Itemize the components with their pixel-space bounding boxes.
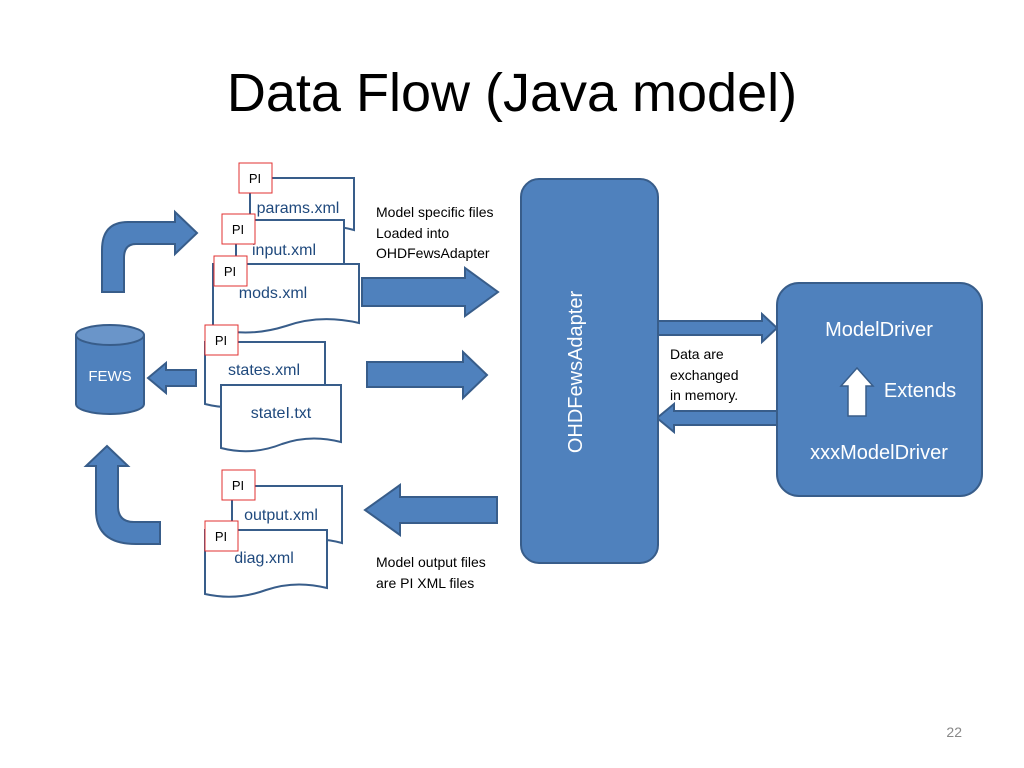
pi-tag-states: PI [204, 324, 239, 356]
arrow-driver-to-adapter [655, 401, 778, 435]
fews-label: FEWS [88, 368, 131, 385]
adapter-label: OHDFewsAdapter [565, 291, 587, 454]
extends-arrow-icon [839, 366, 875, 417]
adapter-box: OHDFewsAdapter [520, 178, 659, 564]
note-model-specific-line-1: Model specific files [376, 204, 494, 220]
fews-database: FEWS [75, 324, 145, 415]
pi-tag-params: PI [238, 162, 273, 194]
pi-label: PI [215, 529, 227, 544]
note-model-specific-line-3: OHDFewsAdapter [376, 245, 490, 261]
arrow-adapter-to-driver [657, 311, 779, 345]
note-data-exchange-line-2: exchanged [670, 367, 739, 383]
doc-statei [220, 384, 342, 453]
model-driver-label: ModelDriver [825, 319, 933, 341]
arrow-states-to-adapter [366, 349, 489, 401]
arrow-states-to-fews [146, 360, 197, 396]
pi-label: PI [215, 333, 227, 348]
arrow-adapter-to-output [363, 483, 498, 537]
file-mods: mods.xml [239, 285, 307, 302]
pi-label: PI [249, 171, 261, 186]
model-driver-box: ModelDriver Extends xxxModelDriver [776, 282, 983, 497]
pi-tag-diag: PI [204, 520, 239, 552]
extends-label: Extends [884, 380, 956, 402]
pi-tag-output: PI [221, 469, 256, 501]
note-model-output-line-1: Model output files [376, 554, 486, 570]
pi-tag-mods: PI [213, 255, 248, 287]
pi-label: PI [224, 264, 236, 279]
pi-tag-input: PI [221, 213, 256, 245]
xxx-model-driver-label: xxxModelDriver [810, 442, 948, 464]
note-data-exchange-line-3: in memory. [670, 387, 738, 403]
file-input: input.xml [252, 242, 316, 259]
file-states: states.xml [228, 362, 300, 379]
file-diag: diag.xml [234, 550, 294, 567]
note-model-specific: Model specific files Loaded into OHDFews… [376, 204, 494, 261]
pi-label: PI [232, 222, 244, 237]
slide-title: Data Flow (Java model) [226, 63, 798, 123]
note-data-exchange: Data are exchanged in memory. [670, 346, 739, 403]
curved-arrow-up-from-output [83, 444, 161, 545]
note-model-specific-line-2: Loaded into [376, 225, 449, 241]
arrow-input-to-adapter [361, 266, 500, 318]
file-statei: stateI.txt [251, 405, 312, 422]
page-number: 22 [946, 724, 962, 740]
note-data-exchange-line-1: Data are [670, 346, 724, 362]
file-output: output.xml [244, 507, 318, 524]
curved-arrow-up-right [101, 209, 199, 293]
note-model-output: Model output files are PI XML files [376, 554, 486, 591]
note-model-output-line-2: are PI XML files [376, 575, 474, 591]
pi-label: PI [232, 478, 244, 493]
file-params: params.xml [257, 200, 340, 217]
